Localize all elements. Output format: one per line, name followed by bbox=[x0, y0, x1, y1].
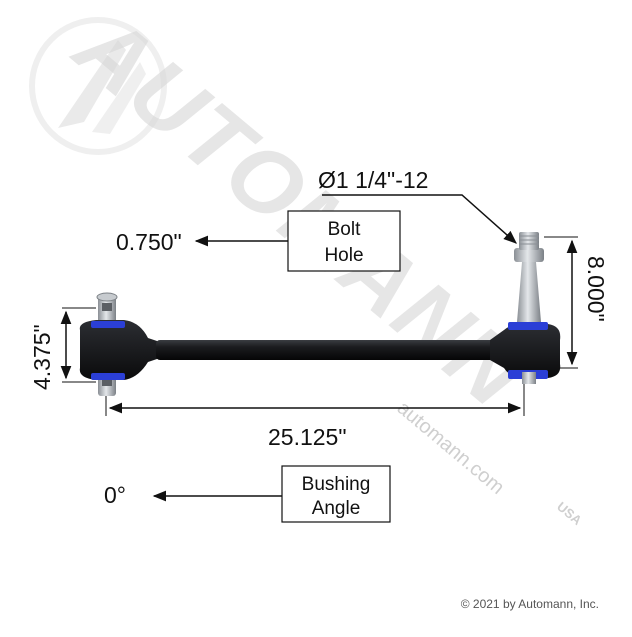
bushing-box-line1: Bushing bbox=[302, 474, 371, 495]
right-height-value: 8.000" bbox=[583, 256, 609, 322]
torque-rod-drawing bbox=[79, 232, 561, 396]
bushing-angle-value: 0° bbox=[104, 482, 126, 508]
bolt-hole-box bbox=[287, 210, 401, 272]
thread-leader-line bbox=[322, 194, 518, 244]
left-rod-end bbox=[79, 320, 160, 380]
dimension-left-height: 4.375" bbox=[29, 307, 96, 390]
dimension-thread: Ø1 1/4"-12 bbox=[318, 167, 518, 244]
bushing-box-line2: Angle bbox=[312, 498, 361, 519]
right-rod-end bbox=[490, 322, 561, 379]
dimension-right-height: 8.000" bbox=[544, 236, 609, 369]
bolt-hole-box-line2: Hole bbox=[324, 245, 363, 266]
dimension-bolt-hole: 0.750" Bolt Hole bbox=[116, 210, 401, 272]
watermark-usa: USA bbox=[554, 499, 585, 529]
bolt-hole-box-line1: Bolt bbox=[328, 219, 361, 240]
copyright-notice: © 2021 by Automann, Inc. bbox=[461, 597, 599, 611]
right-ball-stud bbox=[514, 232, 544, 384]
thread-size-label: Ø1 1/4"-12 bbox=[318, 167, 428, 193]
dimension-bushing-angle: 0° Bushing Angle bbox=[104, 465, 391, 523]
length-value: 25.125" bbox=[268, 424, 347, 450]
bushing-angle-box bbox=[281, 465, 391, 523]
left-height-value: 4.375" bbox=[29, 324, 55, 390]
dimension-length: 25.125" bbox=[105, 384, 525, 450]
bolt-hole-value: 0.750" bbox=[116, 229, 182, 255]
rod-tube bbox=[156, 340, 496, 360]
automann-logo-icon bbox=[29, 17, 167, 155]
